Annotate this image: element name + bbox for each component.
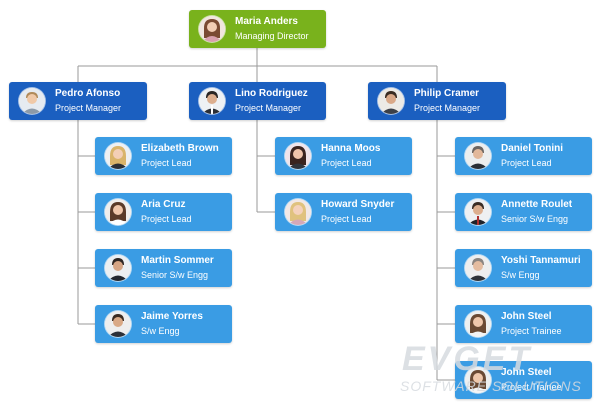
person-icon (199, 16, 225, 42)
avatar (199, 88, 225, 114)
node-name: Daniel Tonini (501, 143, 564, 154)
person-icon (105, 199, 131, 225)
node-title: Project Trainee (501, 382, 562, 392)
node-maria-anders[interactable]: Maria Anders Managing Director (189, 10, 326, 48)
node-title: Project Lead (141, 214, 192, 224)
node-title: Project Manager (235, 103, 302, 113)
node-name: John Steel (501, 311, 552, 322)
node-john-steel-2[interactable]: John Steel Project Trainee (455, 361, 592, 399)
person-icon (285, 199, 311, 225)
node-yoshi-tannamuri[interactable]: Yoshi Tannamuri S/w Engg (455, 249, 592, 287)
person-icon (465, 367, 491, 393)
node-name: Aria Cruz (141, 199, 186, 210)
node-title: Project Lead (321, 214, 372, 224)
node-name: Pedro Afonso (55, 88, 121, 99)
node-philip-cramer[interactable]: Philip Cramer Project Manager (368, 82, 506, 120)
node-title: Senior S/w Engg (141, 270, 209, 280)
node-howard-snyder[interactable]: Howard Snyder Project Lead (275, 193, 412, 231)
avatar (105, 143, 131, 169)
person-icon (465, 255, 491, 281)
node-aria-cruz[interactable]: Aria Cruz Project Lead (95, 193, 232, 231)
avatar (465, 255, 491, 281)
avatar (105, 255, 131, 281)
node-name: Lino Rodriguez (235, 88, 308, 99)
node-title: Senior S/w Engg (501, 214, 569, 224)
node-name: Elizabeth Brown (141, 143, 219, 154)
person-icon (199, 88, 225, 114)
node-elizabeth-brown[interactable]: Elizabeth Brown Project Lead (95, 137, 232, 175)
avatar (105, 311, 131, 337)
person-icon (378, 88, 404, 114)
avatar (19, 88, 45, 114)
node-title: Project Manager (55, 103, 122, 113)
person-icon (465, 143, 491, 169)
node-title: Project Lead (321, 158, 372, 168)
node-annette-roulet[interactable]: Annette Roulet Senior S/w Engg (455, 193, 592, 231)
node-hanna-moos[interactable]: Hanna Moos Project Lead (275, 137, 412, 175)
node-title: Project Manager (414, 103, 481, 113)
node-daniel-tonini[interactable]: Daniel Tonini Project Lead (455, 137, 592, 175)
node-martin-sommer[interactable]: Martin Sommer Senior S/w Engg (95, 249, 232, 287)
node-name: Jaime Yorres (141, 311, 203, 322)
node-title: Managing Director (235, 31, 309, 41)
person-icon (465, 199, 491, 225)
avatar (465, 143, 491, 169)
node-title: Project Lead (501, 158, 552, 168)
person-icon (285, 143, 311, 169)
node-name: Yoshi Tannamuri (501, 255, 581, 266)
avatar (378, 88, 404, 114)
person-icon (19, 88, 45, 114)
node-john-steel[interactable]: John Steel Project Trainee (455, 305, 592, 343)
node-name: Philip Cramer (414, 88, 480, 99)
node-name: John Steel (501, 367, 552, 378)
avatar (105, 199, 131, 225)
person-icon (465, 311, 491, 337)
node-jaime-yorres[interactable]: Jaime Yorres S/w Engg (95, 305, 232, 343)
avatar (285, 143, 311, 169)
avatar (465, 311, 491, 337)
person-icon (105, 255, 131, 281)
node-title: Project Lead (141, 158, 192, 168)
person-icon (105, 143, 131, 169)
avatar (465, 199, 491, 225)
node-title: S/w Engg (141, 326, 180, 336)
avatar (285, 199, 311, 225)
node-pedro-afonso[interactable]: Pedro Afonso Project Manager (9, 82, 147, 120)
node-name: Martin Sommer (141, 255, 214, 266)
avatar (199, 16, 225, 42)
person-icon (105, 311, 131, 337)
node-title: S/w Engg (501, 270, 540, 280)
node-title: Project Trainee (501, 326, 562, 336)
avatar (465, 367, 491, 393)
node-name: Annette Roulet (501, 199, 573, 210)
node-name: Maria Anders (235, 16, 298, 27)
node-lino-rodriguez[interactable]: Lino Rodriguez Project Manager (189, 82, 326, 120)
node-name: Hanna Moos (321, 143, 381, 154)
node-name: Howard Snyder (321, 199, 395, 210)
